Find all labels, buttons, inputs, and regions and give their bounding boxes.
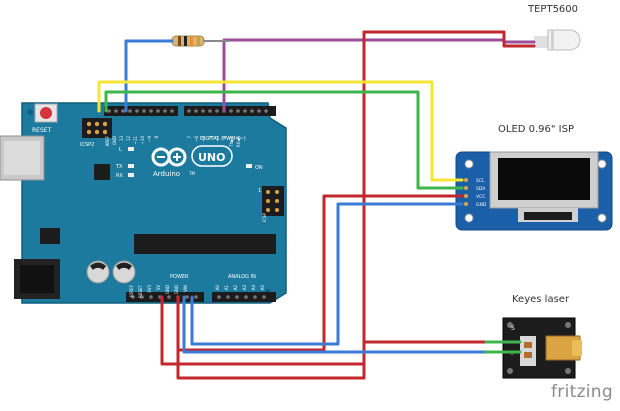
digital-pin-label-1: GND <box>112 136 117 145</box>
digital-pin-label-2: 13 <box>119 136 124 142</box>
oled-module: SCL SDA VCC GND <box>455 151 613 231</box>
bottom-pin-label-3: 5V <box>156 285 161 291</box>
bottom-pin-label-10: A3 <box>242 285 247 291</box>
power-header <box>126 292 204 302</box>
bottom-pin-label-4: GND <box>165 285 170 294</box>
laser-pin-minus: - <box>511 351 513 358</box>
wire-blue-gnd <box>124 39 174 113</box>
digital-pin-label-12: ~3 <box>215 136 220 142</box>
digital-pin-label-11: 4 <box>208 136 213 139</box>
bottom-pin-label-8: A1 <box>224 285 229 291</box>
bottom-pin-label-2: 3V3 <box>147 285 152 293</box>
bottom-pin-label-6: VIN <box>183 285 188 292</box>
digital-pin-label-6: ~9 <box>147 136 152 142</box>
wire-blue-laser <box>182 295 488 354</box>
analog-label: ANALOG IN <box>228 274 256 280</box>
power-label: POWER <box>170 274 189 280</box>
digital-pin-label-14: TX▶1 <box>229 136 234 148</box>
wire-purple-drop <box>222 38 231 113</box>
led-l-label: L <box>119 147 122 153</box>
bottom-pin-label-12: A5 <box>260 285 265 291</box>
digital-pin-label-5: ~10 <box>140 136 145 145</box>
atmega-chip <box>134 234 276 254</box>
wire-red-oled-vcc <box>176 194 464 352</box>
wire-red-laser <box>160 295 488 366</box>
led-on-label: ON <box>255 165 263 171</box>
wire-green-sda <box>104 90 464 190</box>
oled-pin-sda: SDA <box>476 186 486 192</box>
wire-purple <box>227 38 536 44</box>
trademark-label: TM <box>188 171 195 176</box>
digital-pin-label-9: ~6 <box>194 136 199 142</box>
digital-pin-label-15: RX◀0 <box>236 136 241 148</box>
icsp-pin1-label: 1 <box>258 188 261 194</box>
bottom-pin-label-0: IOREF <box>129 284 134 297</box>
wires <box>97 30 536 380</box>
sensor-label: TEPT5600 <box>528 4 579 15</box>
arduino-wordmark: Arduino <box>153 170 180 178</box>
digital-pin-label-3: 12 <box>126 136 131 142</box>
bottom-pin-label-9: A2 <box>233 285 238 291</box>
icsp2-label: ICSP2 <box>80 142 94 148</box>
usb-chip <box>94 164 110 180</box>
oled-pin-scl: SCL <box>476 178 485 184</box>
oled-screen <box>498 158 590 200</box>
laser-pin-s: S <box>511 325 515 332</box>
oled-label: OLED 0.96" ISP <box>498 124 575 135</box>
wire-yellow-scl <box>97 80 464 182</box>
reset-label: RESET <box>32 127 52 134</box>
digital-header-pins <box>107 109 268 113</box>
resistor <box>171 35 205 47</box>
digital-pin-label-10: ~5 <box>201 136 206 142</box>
digital-pin-label-0: AREF <box>105 135 110 146</box>
uno-label: UNO <box>198 151 226 164</box>
icsp-header <box>262 186 284 216</box>
bottom-pin-label-7: A0 <box>215 285 220 291</box>
led-rx-label: RX <box>116 173 123 179</box>
oled-pin-gnd: GND <box>476 202 487 208</box>
laser-label: Keyes laser <box>512 294 570 305</box>
arduino-uno-board: RESET ICSP2 UNO Arduino TM L TX RX ON 1 … <box>0 102 287 304</box>
wire-blue-oled-gnd <box>190 202 464 346</box>
digital-pin-label-7: 8 <box>154 136 159 139</box>
laser-module: S - <box>502 317 582 379</box>
fritzing-watermark: fritzing <box>551 382 613 402</box>
tept5600-sensor <box>534 29 581 51</box>
wire-red-sensor <box>176 30 536 380</box>
digital-pin-label-8: 7 <box>187 136 192 139</box>
oled-pin-vcc: VCC <box>476 194 485 200</box>
arduino-logo <box>151 145 233 167</box>
icsp-label: ICSP <box>262 212 267 222</box>
led-tx-label: TX <box>115 164 123 170</box>
voltage-regulator <box>40 228 60 244</box>
digital-label: DIGITAL (PWM=~) <box>200 136 246 142</box>
digital-pin-label-13: 2 <box>222 136 227 139</box>
power-analog-pin-labels: IOREF RESET 3V3 5V GND GND VIN A0 A1 A2 A3 A4 A5 <box>129 284 265 298</box>
bottom-pin-label-11: A4 <box>251 285 256 291</box>
digital-pin-label-4: ~11 <box>133 136 138 145</box>
digital-header-left <box>104 106 178 116</box>
analog-header <box>212 292 276 302</box>
bottom-pin-label-1: RESET <box>138 284 143 297</box>
icsp2-header <box>82 118 112 138</box>
bottom-pin-label-5: GND <box>174 285 179 294</box>
